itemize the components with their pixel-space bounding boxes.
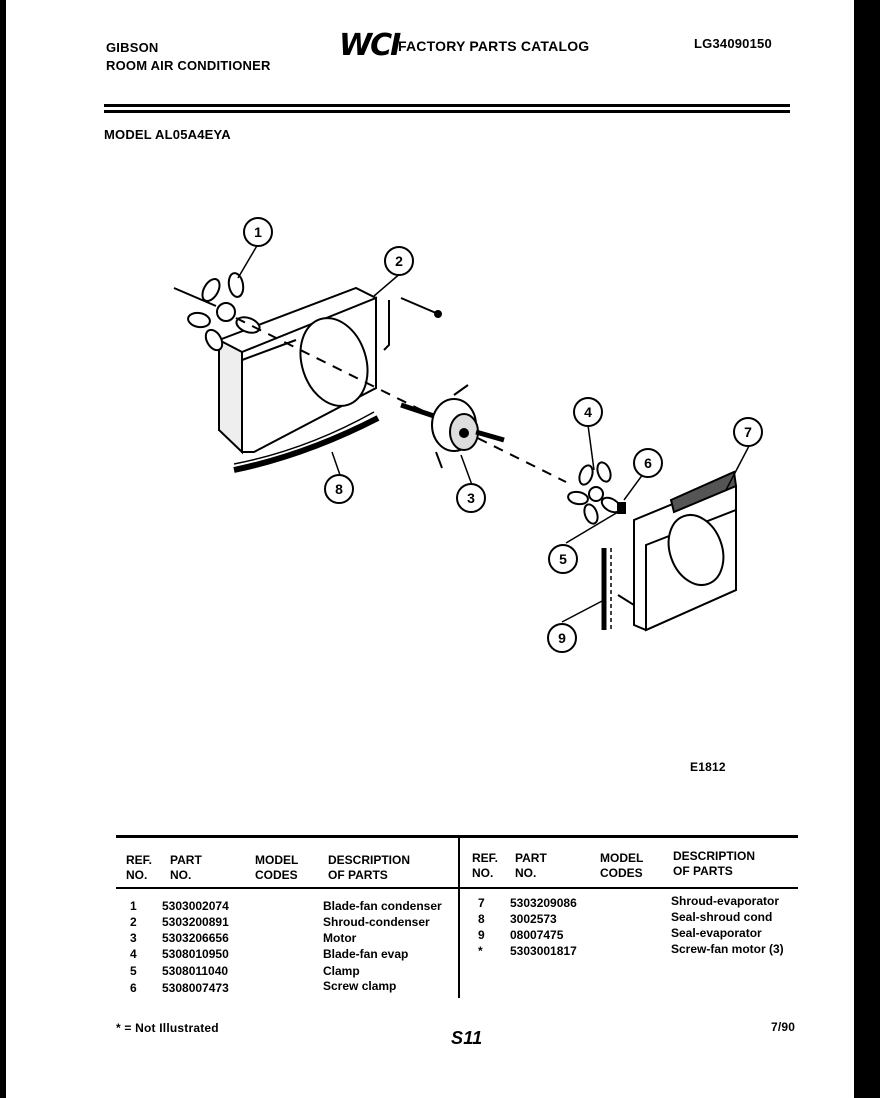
table-row-part: 5308011040 (162, 964, 229, 978)
catalog-page: GIBSON ROOM AIR CONDITIONER WCI FACTORY … (6, 0, 854, 1098)
callout-7-label: 7 (744, 424, 752, 440)
brand-name: GIBSON (106, 40, 159, 55)
not-illustrated-note: * = Not Illustrated (116, 1021, 219, 1035)
callout-4-label: 4 (584, 404, 592, 420)
header-ref-no-left: REF. NO. (126, 853, 153, 882)
callout-9 (547, 623, 577, 653)
table-row-desc: Screw-fan motor (3) (671, 942, 784, 956)
table-row-desc: Screw clamp (323, 979, 397, 993)
header-part-no-left: PART NO. (170, 853, 202, 882)
table-row-desc: Motor (323, 931, 357, 945)
model-label: MODEL AL05A4EYA (104, 127, 231, 142)
table-row-part: 5308010950 (162, 947, 229, 961)
table-row-part: 5303206656 (162, 931, 229, 945)
product-name: ROOM AIR CONDITIONER (106, 58, 271, 73)
header-description-right: DESCRIPTION OF PARTS (673, 849, 756, 878)
header-rule-top (104, 104, 790, 107)
callout-3-label: 3 (467, 490, 475, 506)
callout-6-label: 6 (644, 455, 652, 471)
table-row-ref: 1 (130, 899, 137, 913)
catalog-title: FACTORY PARTS CATALOG (398, 38, 590, 54)
table-row-ref: 5 (130, 964, 137, 978)
evaporator-fan-blade-drawing (567, 461, 626, 525)
callout-1-label: 1 (254, 224, 262, 240)
table-row-part: 5303001817 (510, 944, 577, 958)
header-rule-bottom (104, 110, 790, 113)
callout-6 (633, 448, 663, 478)
callout-5 (548, 544, 578, 574)
table-row-ref: 8 (478, 912, 485, 926)
callout-7 (733, 417, 763, 447)
revision-date: 7/90 (771, 1020, 796, 1034)
table-row-desc: Shroud-evaporator (671, 894, 780, 908)
exploded-parts-diagram: 1 2 3 4 5 6 7 8 9 (173, 217, 763, 653)
table-column-divider (458, 838, 460, 998)
table-row-ref: * (478, 944, 483, 958)
header-model-codes-right: MODEL CODES (600, 851, 644, 880)
figure-code: E1812 (690, 760, 726, 774)
table-row-part: 08007475 (510, 928, 564, 942)
table-row-ref: 7 (478, 896, 485, 910)
table-row-ref: 6 (130, 981, 137, 995)
callout-2-label: 2 (395, 253, 403, 269)
table-row-part: 5303200891 (162, 915, 229, 929)
wci-logo: WCI (339, 28, 401, 63)
condenser-fan-blade-drawing (173, 272, 261, 352)
table-row-desc: Blade-fan condenser (323, 899, 442, 913)
table-row-part: 5308007473 (162, 981, 229, 995)
callout-5-label: 5 (559, 551, 567, 567)
table-row-ref: 2 (130, 915, 137, 929)
seal-condenser-drawing (233, 415, 380, 473)
table-row-ref: 3 (130, 931, 137, 945)
table-row-part: 5303209086 (510, 896, 577, 910)
callout-8 (324, 474, 354, 504)
callout-9-label: 9 (558, 630, 566, 646)
callout-1 (243, 217, 273, 247)
callout-4 (573, 397, 603, 427)
table-row-ref: 9 (478, 928, 485, 942)
header-ref-no-right: REF. NO. (472, 851, 499, 880)
table-row-part: 5303002074 (162, 899, 229, 913)
table-row-desc: Blade-fan evap (323, 947, 409, 961)
table-row-ref: 4 (130, 947, 137, 961)
table-row-desc: Seal-evaporator (671, 926, 762, 940)
callout-8-label: 8 (335, 481, 343, 497)
header-model-codes-left: MODEL CODES (255, 853, 299, 882)
table-row-part: 3002573 (510, 912, 557, 926)
table-row-desc: Shroud-condenser (323, 915, 430, 929)
callout-3 (456, 483, 486, 513)
motor-drawing (400, 384, 505, 469)
table-row-desc: Clamp (323, 964, 360, 978)
header-description-left: DESCRIPTION OF PARTS (328, 853, 411, 882)
evaporator-shroud-drawing (617, 470, 738, 632)
page-number: S11 (451, 1028, 483, 1048)
condenser-shroud-drawing (218, 286, 442, 455)
callout-2 (384, 246, 414, 276)
table-row-desc: Seal-shroud cond (671, 910, 773, 924)
table-top-rule (116, 835, 798, 838)
table-header-rule (116, 887, 798, 889)
header-part-no-right: PART NO. (515, 851, 547, 880)
catalog-number: LG34090150 (694, 36, 772, 51)
